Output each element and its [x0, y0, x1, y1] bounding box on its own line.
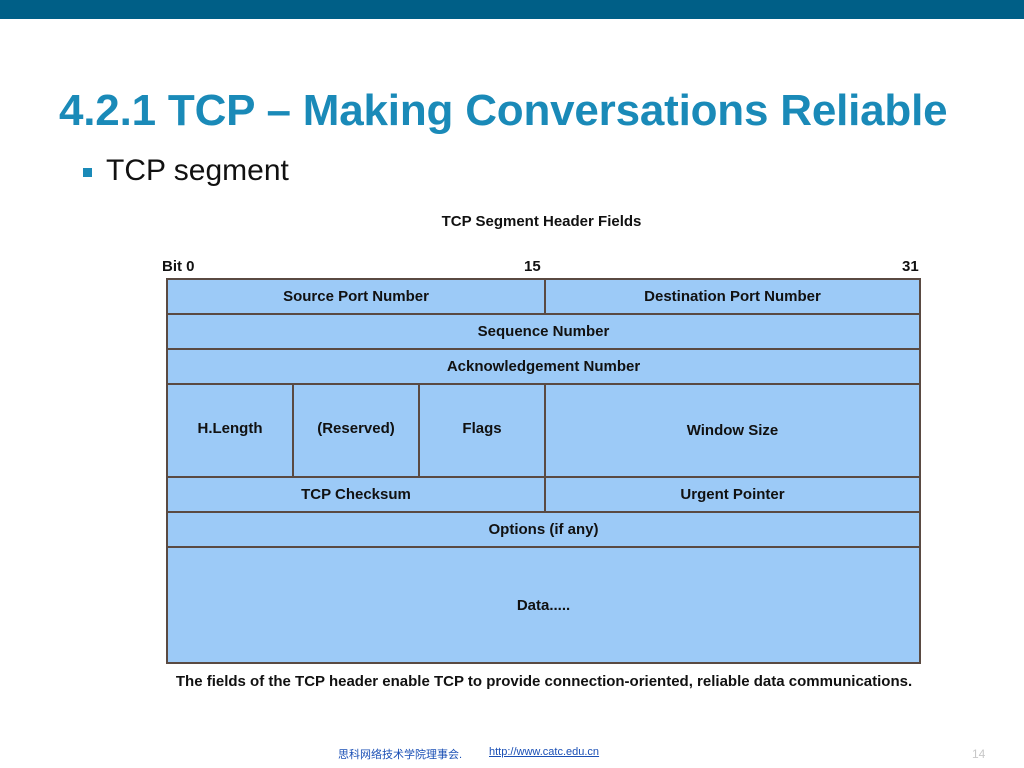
field-reserved: (Reserved)	[317, 420, 395, 437]
field-flags: Flags	[462, 420, 502, 437]
square-bullet-icon	[83, 167, 92, 177]
field-source-port: Source Port Number	[283, 288, 429, 305]
column-divider	[544, 476, 546, 511]
diagram-title: TCP Segment Header Fields	[441, 213, 642, 230]
field-header-length: H.Length	[197, 420, 263, 437]
bit-label-15: 15	[524, 258, 541, 275]
column-divider	[544, 383, 546, 476]
page-number: 14	[972, 747, 986, 761]
row-divider	[168, 313, 919, 315]
tcp-header-grid: Source Port Number Destination Port Numb…	[166, 278, 921, 664]
diagram-caption: The fields of the TCP header enable TCP …	[175, 673, 913, 690]
field-destination-port: Destination Port Number	[644, 288, 821, 305]
bullet-text: TCP segment	[106, 154, 289, 187]
row-divider	[168, 383, 919, 385]
bullet-item: TCP segment	[83, 154, 289, 188]
field-tcp-checksum: TCP Checksum	[301, 486, 411, 503]
field-data: Data.....	[516, 596, 571, 614]
slide-title: 4.2.1 TCP – Making Conversations Reliabl…	[59, 86, 948, 135]
row-divider	[168, 348, 919, 350]
row-divider	[168, 511, 919, 513]
field-acknowledgement-number: Acknowledgement Number	[446, 358, 641, 375]
field-sequence-number: Sequence Number	[477, 323, 610, 340]
column-divider	[418, 383, 420, 476]
row-divider	[168, 546, 919, 548]
bit-label-31: 31	[902, 258, 919, 275]
column-divider	[292, 383, 294, 476]
field-window-size: Window Size	[686, 422, 779, 439]
field-urgent-pointer: Urgent Pointer	[680, 486, 785, 503]
bit-label-0: Bit 0	[162, 258, 195, 275]
row-divider	[168, 476, 919, 478]
column-divider	[544, 280, 546, 313]
top-bar	[0, 0, 1024, 19]
footer-url-link[interactable]: http://www.catc.edu.cn	[489, 746, 600, 758]
footer-organization: 思科网络技术学院理事会.	[338, 749, 463, 761]
field-options: Options (if any)	[488, 521, 599, 538]
